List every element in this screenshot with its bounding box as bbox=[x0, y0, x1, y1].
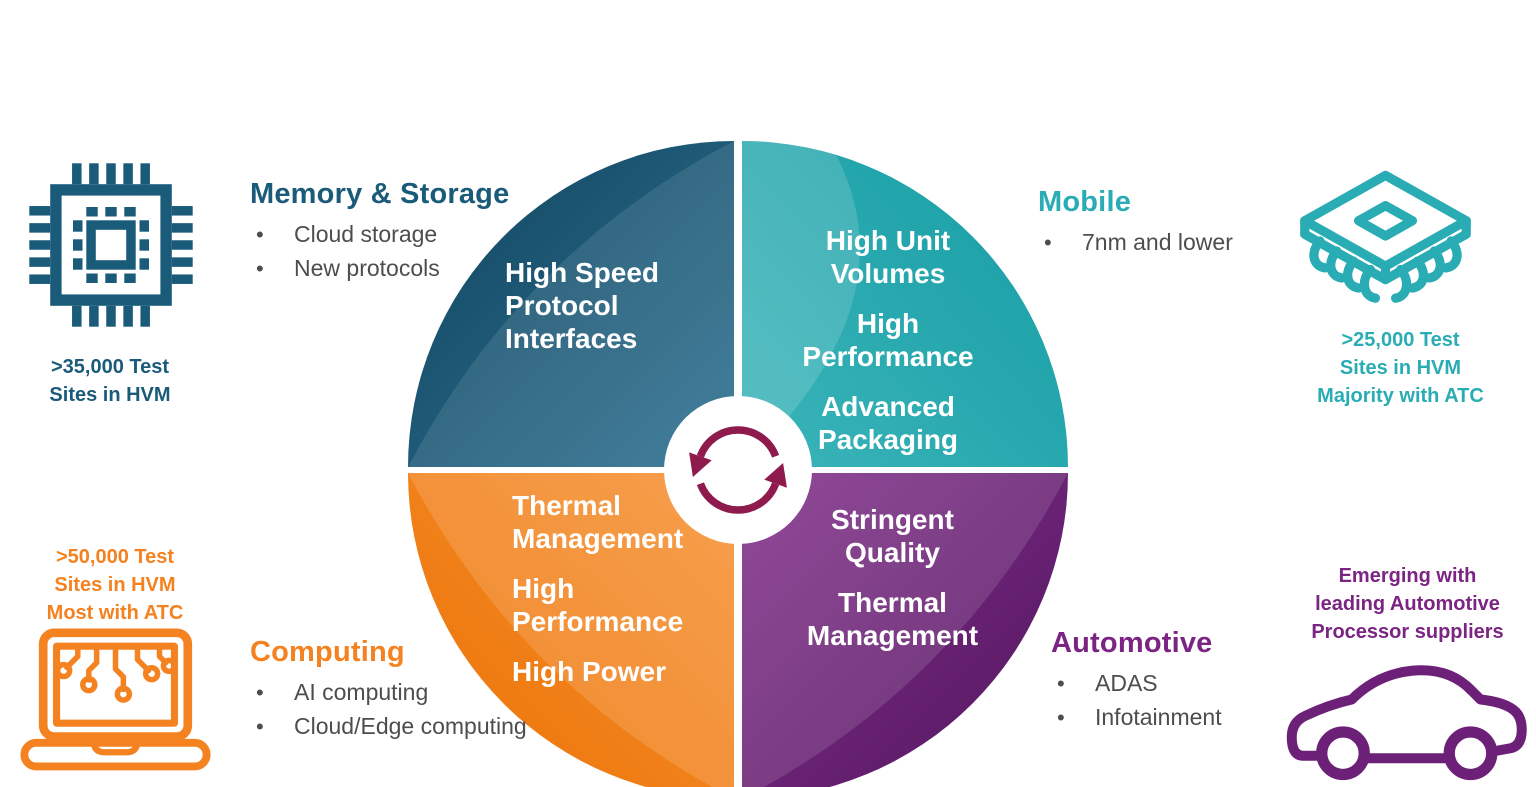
quadrant-mobile-item: High Unit Volumes bbox=[825, 225, 951, 290]
mobile-stat: >25,000 Test Sites in HVM Majority with … bbox=[1317, 329, 1484, 407]
section-automotive: Automotive • ADAS • Infotainment bbox=[1051, 627, 1222, 738]
quadrant-automotive bbox=[742, 473, 1068, 787]
quadrant-automotive-item: Thermal Management bbox=[806, 587, 979, 652]
list-item: • New protocols bbox=[250, 255, 509, 282]
segment-wheel bbox=[408, 141, 1068, 787]
bullet-label: AI computing bbox=[294, 679, 429, 705]
quadrant-computing-labels: Thermal Management High Performance High… bbox=[512, 489, 722, 688]
memory-stat: >35,000 Test Sites in HVM bbox=[49, 356, 171, 406]
bullet-dot-icon: • bbox=[256, 714, 264, 739]
quadrant-computing-item: High Power bbox=[512, 656, 667, 688]
bullet-label: Infotainment bbox=[1095, 704, 1222, 730]
automotive-title: Automotive bbox=[1051, 627, 1213, 659]
memory-title: Memory & Storage bbox=[250, 178, 510, 210]
computing-title: Computing bbox=[250, 636, 405, 668]
laptop-circuit-icon bbox=[20, 628, 211, 771]
bullet-label: Cloud/Edge computing bbox=[294, 713, 527, 739]
list-item: • ADAS bbox=[1051, 670, 1222, 697]
list-item: • Cloud storage bbox=[250, 221, 509, 248]
list-item: • AI computing bbox=[250, 679, 527, 706]
computing-stat: >50,000 Test Sites in HVM Most with ATC bbox=[46, 546, 184, 624]
mobile-title: Mobile bbox=[1038, 186, 1132, 218]
chip-package-icon bbox=[1300, 170, 1471, 303]
bullet-dot-icon: • bbox=[256, 680, 264, 705]
quadrant-memory bbox=[408, 141, 734, 467]
quadrant-mobile bbox=[742, 141, 1068, 467]
mobile-bullets: • 7nm and lower bbox=[1038, 229, 1233, 256]
quadrant-automotive-item: Stringent Quality bbox=[831, 504, 954, 569]
section-mobile: Mobile • 7nm and lower bbox=[1038, 186, 1233, 263]
computing-bullets: • AI computing • Cloud/Edge computing bbox=[250, 679, 527, 740]
bullet-label: 7nm and lower bbox=[1082, 229, 1233, 255]
quadrant-automotive-labels: Stringent Quality Thermal Management bbox=[795, 503, 990, 652]
quadrant-mobile-labels: High Unit Volumes High Performance Advan… bbox=[788, 224, 988, 456]
automotive-bullets: • ADAS • Infotainment bbox=[1051, 670, 1222, 731]
list-item: • Infotainment bbox=[1051, 704, 1222, 731]
bullet-dot-icon: • bbox=[256, 256, 264, 281]
quadrant-mobile-item: Advanced Packaging bbox=[817, 391, 959, 456]
list-item: • Cloud/Edge computing bbox=[250, 713, 527, 740]
section-computing: Computing • AI computing • Cloud/Edge co… bbox=[250, 636, 527, 747]
bullet-label: New protocols bbox=[294, 255, 440, 281]
list-item: • 7nm and lower bbox=[1038, 229, 1233, 256]
quadrant-memory-label: High Speed Protocol Interfaces bbox=[505, 257, 660, 355]
microchip-icon bbox=[29, 163, 193, 327]
bullet-label: ADAS bbox=[1095, 670, 1158, 696]
quadrant-computing-item: Thermal Management bbox=[512, 490, 684, 555]
bullet-dot-icon: • bbox=[1044, 230, 1052, 255]
automotive-stat: Emerging with leading Automotive Process… bbox=[1311, 565, 1504, 643]
cycle-arrows-icon bbox=[664, 396, 812, 544]
quadrant-mobile-item: High Performance bbox=[802, 308, 974, 373]
memory-bullets: • Cloud storage • New protocols bbox=[250, 221, 509, 282]
bullet-dot-icon: • bbox=[1057, 671, 1065, 696]
section-memory: Memory & Storage • Cloud storage • New p… bbox=[250, 178, 509, 289]
bullet-label: Cloud storage bbox=[294, 221, 438, 247]
quadrant-computing-item: High Performance bbox=[512, 573, 684, 638]
bullet-dot-icon: • bbox=[256, 222, 264, 247]
car-icon bbox=[1286, 665, 1527, 781]
quadrant-computing bbox=[408, 473, 734, 787]
bullet-dot-icon: • bbox=[1057, 705, 1065, 730]
